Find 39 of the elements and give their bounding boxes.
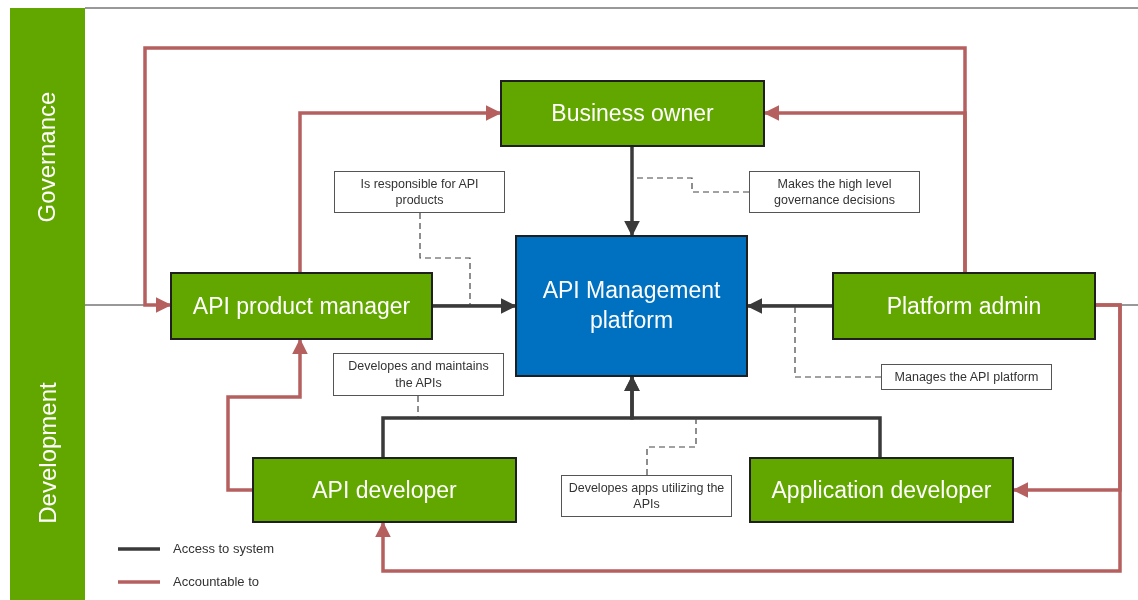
- legend-label: Access to system: [173, 541, 275, 556]
- node-label: Manages the API platform: [894, 368, 1039, 386]
- platform-box: [515, 235, 748, 377]
- accountable-arrow: [143, 46, 967, 313]
- leader-line: [646, 417, 697, 476]
- node-label: Application developer: [771, 476, 992, 504]
- legend-label: Accountable to: [173, 574, 259, 589]
- access-arrow: [624, 375, 882, 457]
- node-label: API developer: [312, 476, 457, 504]
- leader-line: [794, 305, 882, 378]
- lane-title: Development: [33, 381, 62, 524]
- lane-label: [10, 8, 85, 305]
- node-label: Business owner: [551, 100, 714, 127]
- lane-title: Governance: [33, 91, 62, 222]
- callout-note: [333, 353, 504, 396]
- node-label: Makes the high level governance decisions: [773, 175, 896, 209]
- node-label: Is responsible for API products: [359, 175, 480, 209]
- role-box: [749, 457, 1014, 523]
- role-box: [170, 272, 433, 340]
- callout-note: [334, 171, 505, 213]
- leader-line: [419, 212, 471, 307]
- accountable-arrow: [375, 303, 1122, 573]
- leader-line: [417, 395, 419, 419]
- role-box: [500, 80, 765, 147]
- callout-note: [881, 364, 1052, 390]
- node-label: API product manager: [192, 292, 411, 320]
- access-arrow: [433, 298, 517, 314]
- callout-note: [749, 171, 920, 213]
- accountable-arrow: [226, 338, 308, 492]
- access-arrow: [624, 147, 640, 237]
- role-box: [832, 272, 1096, 340]
- node-label: Developes apps utilizing the APIs: [567, 479, 726, 513]
- node-label: Platform admin: [886, 292, 1042, 320]
- node-label: API Management platform: [541, 276, 722, 335]
- node-label: Developes and maintains the APIs: [347, 358, 490, 391]
- lane-label: [10, 305, 85, 600]
- callout-note: [561, 475, 732, 517]
- role-box: [252, 457, 517, 523]
- accountable-arrow: [298, 105, 502, 272]
